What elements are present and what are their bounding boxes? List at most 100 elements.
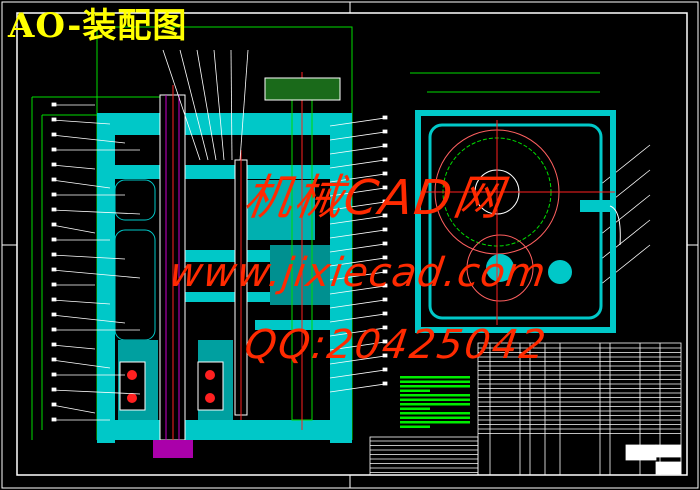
balloon-mark [51,192,57,197]
title-block-cell [655,444,682,458]
parts-list [477,342,682,476]
balloon-mark [51,327,57,332]
balloon-mark [51,282,57,287]
balloon-mark [382,255,388,260]
leader-line [329,285,386,295]
leader-line [51,299,111,305]
leader-line [51,389,141,395]
leader-line [162,49,201,161]
balloon-mark [382,297,388,302]
leader-line [179,49,209,161]
leader-line [329,173,386,183]
balloon-mark [382,185,388,190]
leader-line [51,359,111,369]
shafts [119,72,341,458]
leader-line [51,344,96,350]
leader-line [329,355,386,365]
note-line [400,403,470,406]
leader-line [599,219,651,261]
leader-line [599,194,651,236]
note-line [400,412,470,415]
balloon-mark [382,171,388,176]
balloon-mark [382,381,388,386]
leader-line [329,201,386,211]
note-line [400,394,470,397]
balloon-mark [382,311,388,316]
balloon-mark [382,157,388,162]
leader-line [51,119,111,125]
balloon-mark [51,312,57,317]
balloon-mark [51,162,57,167]
balloon-mark [382,283,388,288]
balloon-mark [51,147,57,152]
leader-line [329,131,386,141]
leader-line [213,49,225,161]
note-line [400,421,470,424]
balloon-mark [51,102,57,107]
leader-lines-right [329,115,651,393]
note-line [400,385,470,388]
leader-line [51,224,96,234]
balloon-mark [51,222,57,227]
leader-line [329,145,386,155]
leader-line [329,257,386,267]
leader-line [51,179,111,189]
leader-line [329,369,386,379]
balloon-mark [382,241,388,246]
note-line [400,407,430,410]
leader-line [329,327,386,337]
leader-line [329,299,386,309]
note-line [400,389,430,392]
watermark-url: www.jixiecad.com [166,250,550,296]
balloon-mark [51,267,57,272]
balloon-mark [51,402,57,407]
balloon-mark [51,207,57,212]
balloon-mark [51,342,57,347]
watermark-qq: QQ:20425042 [241,322,551,368]
balloon-mark [382,325,388,330]
inner-frame [16,12,688,476]
leader-line [329,159,386,169]
leader-line [230,49,233,161]
note-line [400,398,470,401]
technical-requirements-block [400,376,470,428]
leader-line [51,404,96,414]
title-block-cell [625,444,657,461]
balloon-mark [51,387,57,392]
leader-line [599,144,651,186]
balloon-mark [51,237,57,242]
balloon-mark [51,252,57,257]
leader-line [51,254,126,260]
leader-line [329,187,386,197]
leader-lines-left [51,49,249,422]
leader-line [51,269,141,279]
leader-line [51,134,126,144]
balloon-mark [382,339,388,344]
watermark-site-name: 机械CAD网 [240,170,508,226]
note-line [400,380,470,383]
balloon-mark [382,213,388,218]
leader-line [329,313,386,323]
leader-line [329,229,386,239]
balloon-mark [382,143,388,148]
balloon-mark [382,269,388,274]
drawing-title: AO-装配图 [8,6,188,46]
leader-line [329,271,386,281]
balloon-mark [382,129,388,134]
balloon-mark [382,367,388,372]
parts-list-and-title-block [369,342,682,476]
leader-line [599,244,651,286]
balloon-mark [51,357,57,362]
leader-line [51,164,96,170]
title-block-cell [655,461,682,475]
leader-line [329,117,386,127]
balloon-mark [382,227,388,232]
balloon-mark [51,132,57,137]
note-line [400,376,470,379]
leader-line [329,341,386,351]
note-line [400,416,470,419]
balloon-mark [51,177,57,182]
leader-line [329,383,386,393]
